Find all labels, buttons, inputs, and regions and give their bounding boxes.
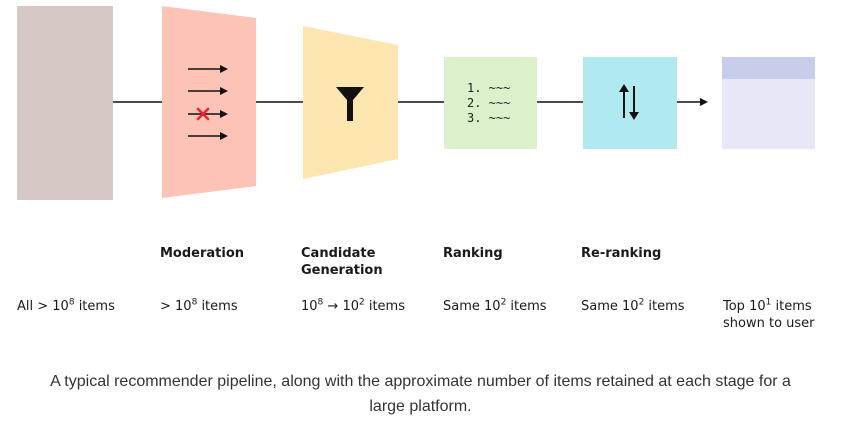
reject-mark-icon — [196, 107, 210, 121]
figure-caption: A typical recommender pipeline, along wi… — [0, 369, 841, 419]
numbered-list-icon: 1. ~~~ 2. ~~~ 3. ~~~ — [467, 81, 510, 125]
arrows-with-reject-icon — [188, 65, 228, 140]
up-down-arrows-icon — [619, 84, 639, 120]
candidate-generation-count: 108 → 102 items — [301, 297, 405, 314]
candidate-generation-title-line: Candidate — [301, 246, 376, 261]
all-items-count: All > 108 items — [17, 297, 115, 314]
output-count-note: shown to user — [723, 316, 815, 331]
ranking-list-item: 1. ~~~ — [467, 81, 510, 95]
candidate-generation-title: Candidate Generation — [301, 245, 383, 279]
ranking-title: Ranking — [443, 246, 503, 261]
moderation-block — [162, 6, 256, 198]
ranking-list-item: 2. ~~~ — [467, 96, 510, 110]
ranking-list-item: 3. ~~~ — [467, 111, 510, 125]
all-items-block — [17, 6, 113, 200]
moderation-count: > 108 items — [160, 297, 238, 314]
result-list-icon — [722, 57, 815, 149]
funnel-icon — [336, 87, 364, 121]
reranking-count: Same 102 items — [581, 297, 685, 314]
caption-line: A typical recommender pipeline, along wi… — [50, 373, 791, 390]
ranking-count: Same 102 items — [443, 297, 547, 314]
output-count: Top 101 items shown to user — [723, 297, 815, 331]
candidate-generation-title-line: Generation — [301, 263, 383, 278]
moderation-title: Moderation — [160, 246, 245, 261]
reranking-block — [583, 57, 677, 149]
reranking-title: Re-ranking — [581, 246, 662, 261]
pipeline-diagram: 1. ~~~ 2. ~~~ 3. ~~~ — [17, 6, 815, 200]
caption-line: large platform. — [369, 398, 472, 415]
ranking-block — [444, 57, 537, 149]
